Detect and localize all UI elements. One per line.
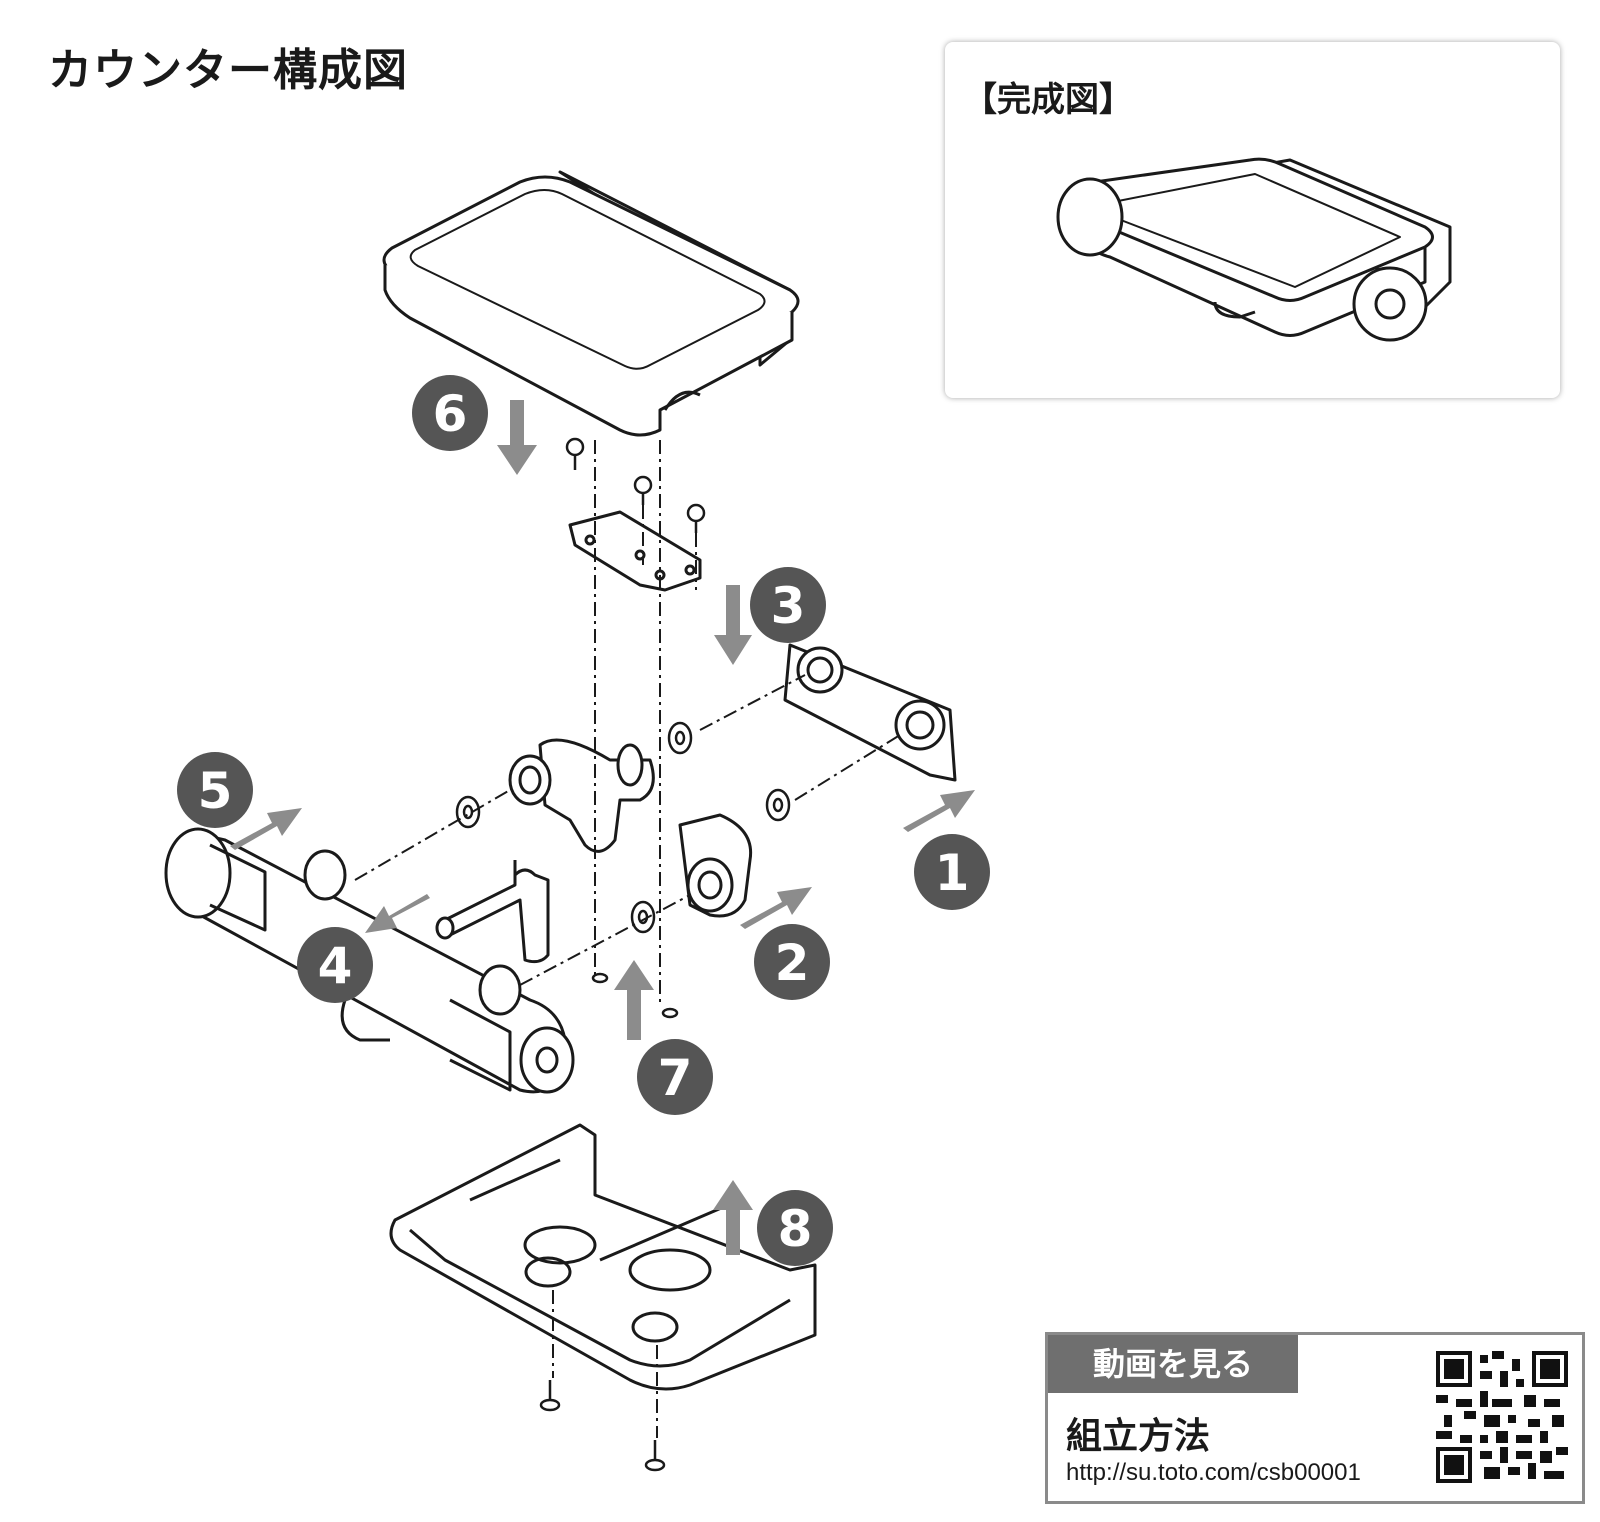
step-badge-5: 5 xyxy=(198,762,233,820)
wall-plate-part xyxy=(783,643,957,782)
step-badge-2: 2 xyxy=(775,934,810,992)
completed-view-panel: 【完成図】 xyxy=(945,42,1560,398)
bracket-plate-part xyxy=(568,510,702,592)
step-badge-7: 7 xyxy=(658,1049,693,1107)
step-badge-1: 1 xyxy=(935,844,970,902)
completed-view-title: 【完成図】 xyxy=(963,80,1133,120)
step-badges: 1 2 3 4 5 6 7 8 xyxy=(177,375,990,1266)
video-url-link[interactable]: http://su.toto.com/csb00001 xyxy=(1066,1459,1361,1486)
step-badge-3: 3 xyxy=(771,577,806,635)
page-title: カウンター構成図 xyxy=(48,45,408,96)
bottom-cover-part xyxy=(389,1123,817,1391)
video-link-box[interactable]: 動画を見る 組立方法 http://su.toto.com/csb00001 xyxy=(1045,1332,1585,1504)
top-tray-part xyxy=(382,170,800,437)
screws-top-part xyxy=(565,437,706,533)
qr-code-icon[interactable] xyxy=(1436,1351,1568,1483)
video-subtitle: 組立方法 xyxy=(1066,1416,1211,1457)
washers-part xyxy=(455,721,791,934)
shower-connector-part xyxy=(435,860,550,964)
elbow-fitting-part xyxy=(678,813,753,918)
step-badge-4: 4 xyxy=(318,937,353,995)
video-header: 動画を見る xyxy=(1048,1335,1298,1393)
screws-bottom-part xyxy=(539,972,679,1472)
tee-fitting-part xyxy=(508,738,655,853)
step-badge-6: 6 xyxy=(433,385,468,443)
completed-view-drawing xyxy=(1056,157,1452,342)
assembly-arrows xyxy=(230,400,975,1255)
step-badge-8: 8 xyxy=(778,1200,813,1258)
